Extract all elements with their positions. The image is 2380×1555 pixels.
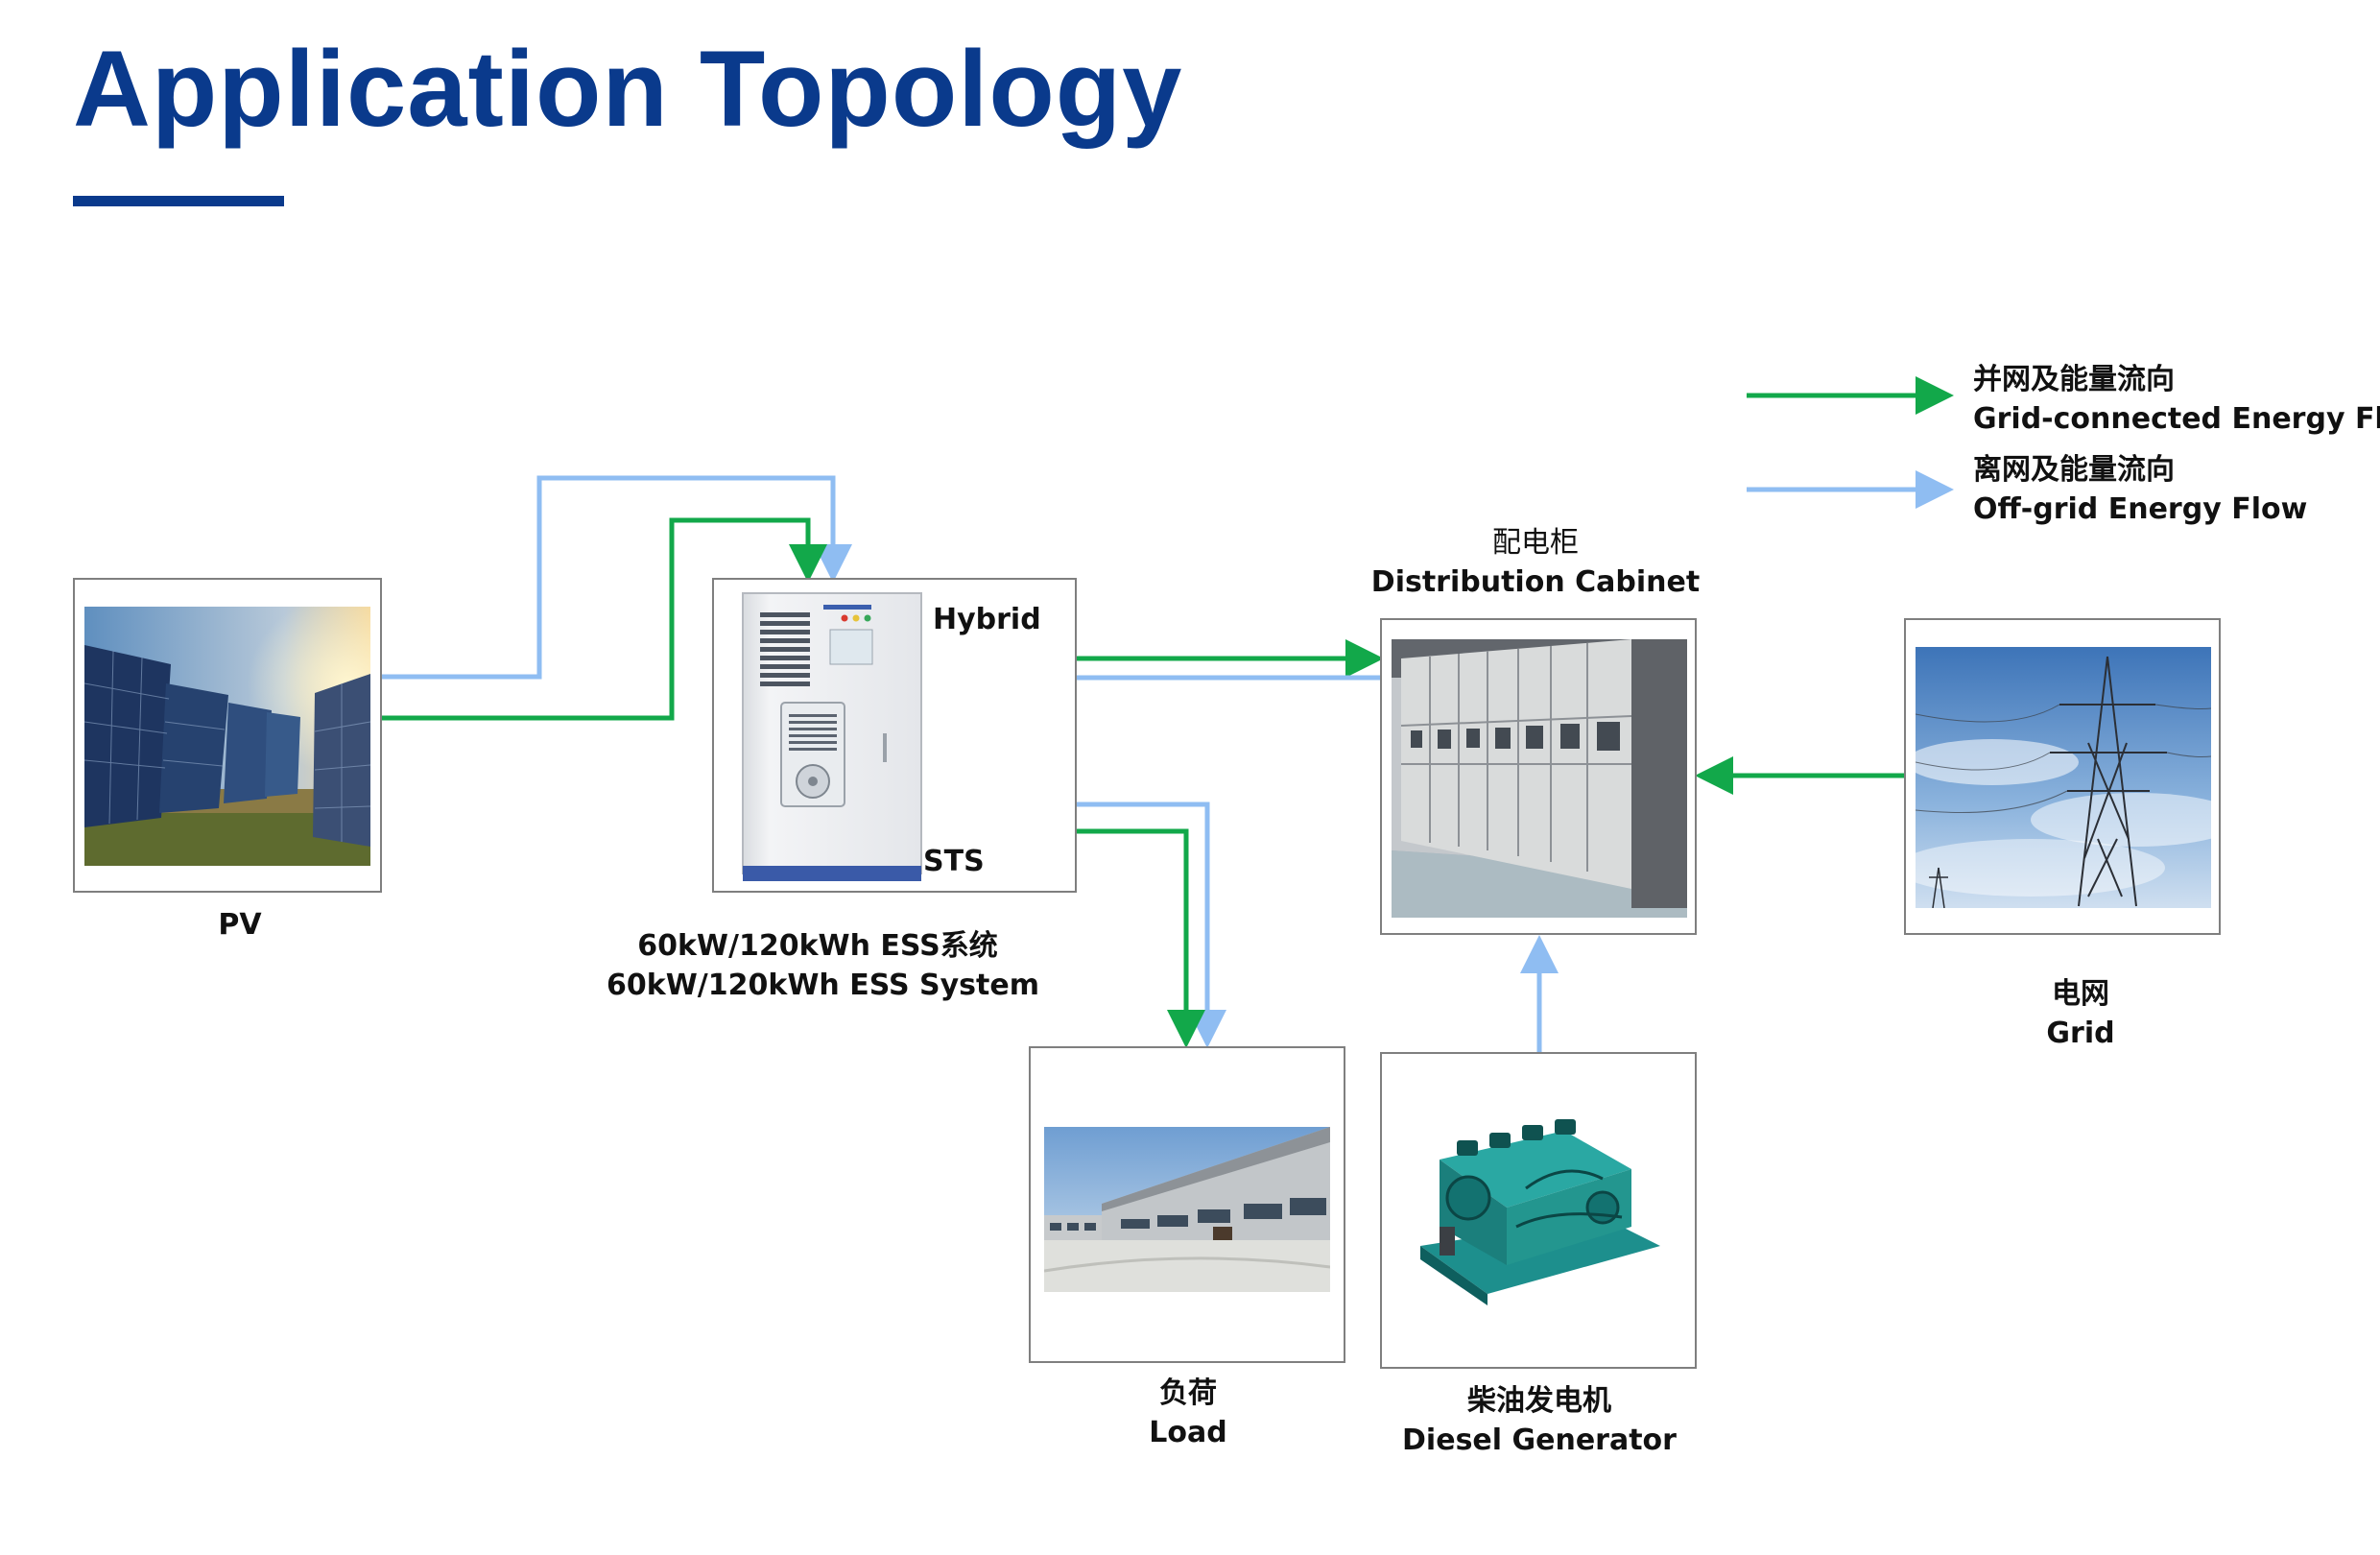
legend-offgrid-zh: 离网及能量流向 bbox=[1973, 453, 2175, 487]
pv-to-ess-grid-flow bbox=[380, 517, 827, 721]
diesel-generator-photo bbox=[1411, 1102, 1670, 1313]
diesel-caption-zh: 柴油发电机 bbox=[1467, 1384, 1611, 1418]
load-caption-en: Load bbox=[1149, 1415, 1227, 1449]
solar-panel-photo bbox=[84, 607, 370, 866]
hybrid-port-label: Hybrid bbox=[933, 603, 1041, 636]
power-tower-photo bbox=[1916, 647, 2211, 908]
grid-caption: 电网 Grid bbox=[2004, 975, 2157, 1053]
switchgear-photo bbox=[1392, 639, 1687, 918]
legend-grid-en: Grid-connected Energy Flow bbox=[1973, 401, 2380, 436]
load-caption-zh: 负荷 bbox=[1159, 1376, 1217, 1410]
ess-caption-zh: 60kW/120kWh ESS系统 bbox=[637, 929, 998, 963]
sts-port-label: STS bbox=[923, 845, 985, 878]
grid-node bbox=[1904, 618, 2221, 935]
distribution-cabinet-node bbox=[1380, 618, 1697, 935]
pv-label: PV bbox=[218, 908, 262, 942]
legend-offgrid-label: 离网及能量流向 Off-grid Energy Flow bbox=[1973, 451, 2307, 529]
ess-caption: 60kW/120kWh ESS系统 60kW/120kWh ESS System bbox=[607, 927, 1039, 1005]
load-node bbox=[1029, 1046, 1345, 1363]
page-title: Application Topology bbox=[73, 29, 1183, 149]
ess-cabinet-photo bbox=[739, 589, 927, 885]
legend-grid-label: 并网及能量流向 Grid-connected Energy Flow bbox=[1973, 361, 2380, 439]
cabinet-caption-en: Distribution Cabinet bbox=[1370, 564, 1701, 599]
load-caption: 负荷 Load bbox=[1111, 1375, 1265, 1452]
grid-caption-zh: 电网 bbox=[2052, 977, 2109, 1011]
cabinet-caption: 配电柜 Distribution Cabinet bbox=[1344, 524, 1727, 602]
diesel-caption-en: Diesel Generator bbox=[1402, 1423, 1677, 1457]
title-underline bbox=[73, 196, 284, 206]
ess-node: Hybrid STS bbox=[712, 578, 1077, 893]
pv-to-ess-offgrid-flow bbox=[380, 475, 852, 680]
pv-node bbox=[73, 578, 382, 893]
factory-building-photo bbox=[1044, 1127, 1330, 1292]
legend-grid-zh: 并网及能量流向 bbox=[1973, 363, 2175, 396]
legend-offgrid-en: Off-grid Energy Flow bbox=[1973, 491, 2308, 526]
diesel-caption: 柴油发电机 Diesel Generator bbox=[1347, 1382, 1731, 1460]
grid-caption-en: Grid bbox=[2046, 1016, 2115, 1050]
cabinet-caption-zh: 配电柜 bbox=[1492, 526, 1579, 560]
diesel-generator-node bbox=[1380, 1052, 1697, 1369]
ess-caption-en: 60kW/120kWh ESS System bbox=[607, 968, 1039, 1002]
